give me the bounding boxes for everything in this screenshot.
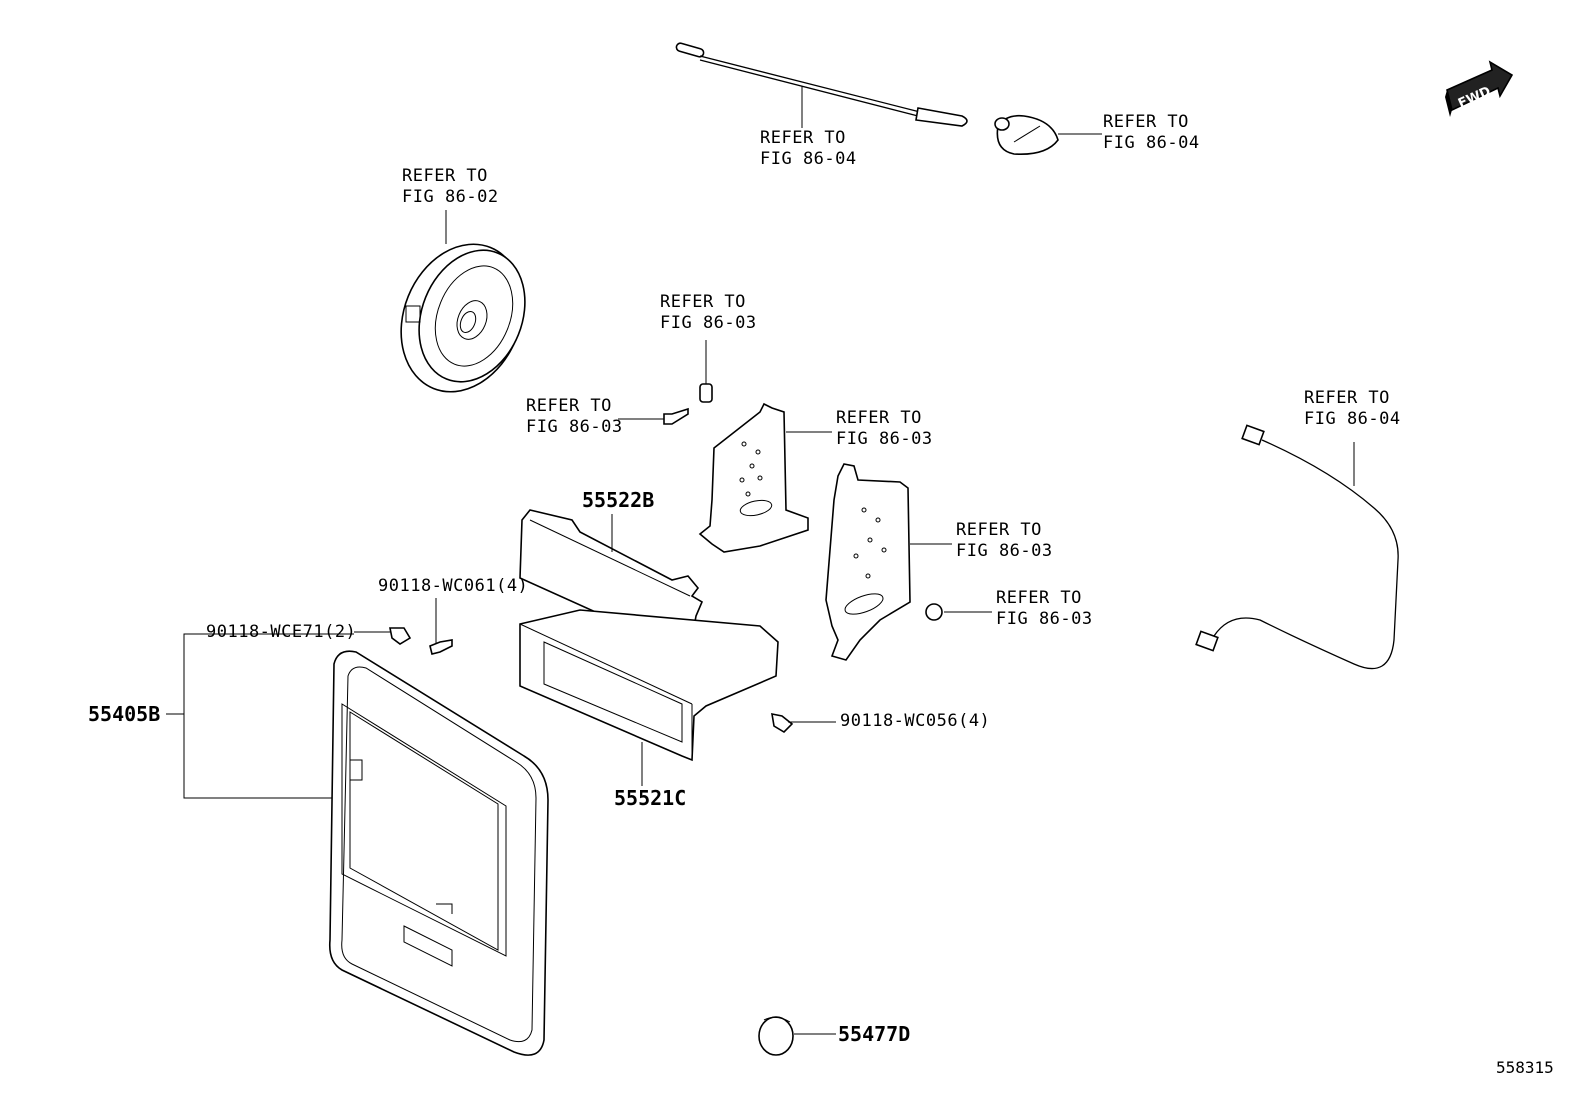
bracket-clip — [699, 340, 713, 403]
part-number-55405B: 55405B — [88, 702, 161, 726]
bracket-screw — [618, 407, 689, 425]
part-number-55521C: 55521C — [614, 786, 687, 810]
plug-55477D — [758, 1016, 836, 1056]
part-number-55477D: 55477D — [838, 1022, 911, 1046]
screw-wc061 — [429, 598, 453, 655]
antenna-cable — [1195, 424, 1399, 670]
clip-wce71 — [354, 627, 412, 645]
antenna-base — [994, 114, 1102, 156]
right-mounting-bracket — [825, 463, 952, 661]
left-mounting-bracket — [698, 402, 832, 553]
part-number-screw-wc056: 90118-WC056(4) — [840, 711, 991, 731]
part-number-screw-wc061: 90118-WC061(4) — [378, 576, 529, 596]
fwd-arrow-icon — [1445, 60, 1514, 117]
rod-antenna — [675, 42, 968, 128]
part-number-55522B: 55522B — [582, 488, 655, 512]
bezel-55405B — [166, 633, 549, 1056]
radio-box-55521C — [519, 609, 779, 786]
screw-wc056 — [771, 712, 836, 734]
bracket-nut — [925, 603, 992, 621]
figure-id: 558315 — [1496, 1058, 1554, 1077]
speaker — [400, 210, 526, 393]
part-number-clip-wce71: 90118-WCE71(2) — [206, 622, 357, 642]
